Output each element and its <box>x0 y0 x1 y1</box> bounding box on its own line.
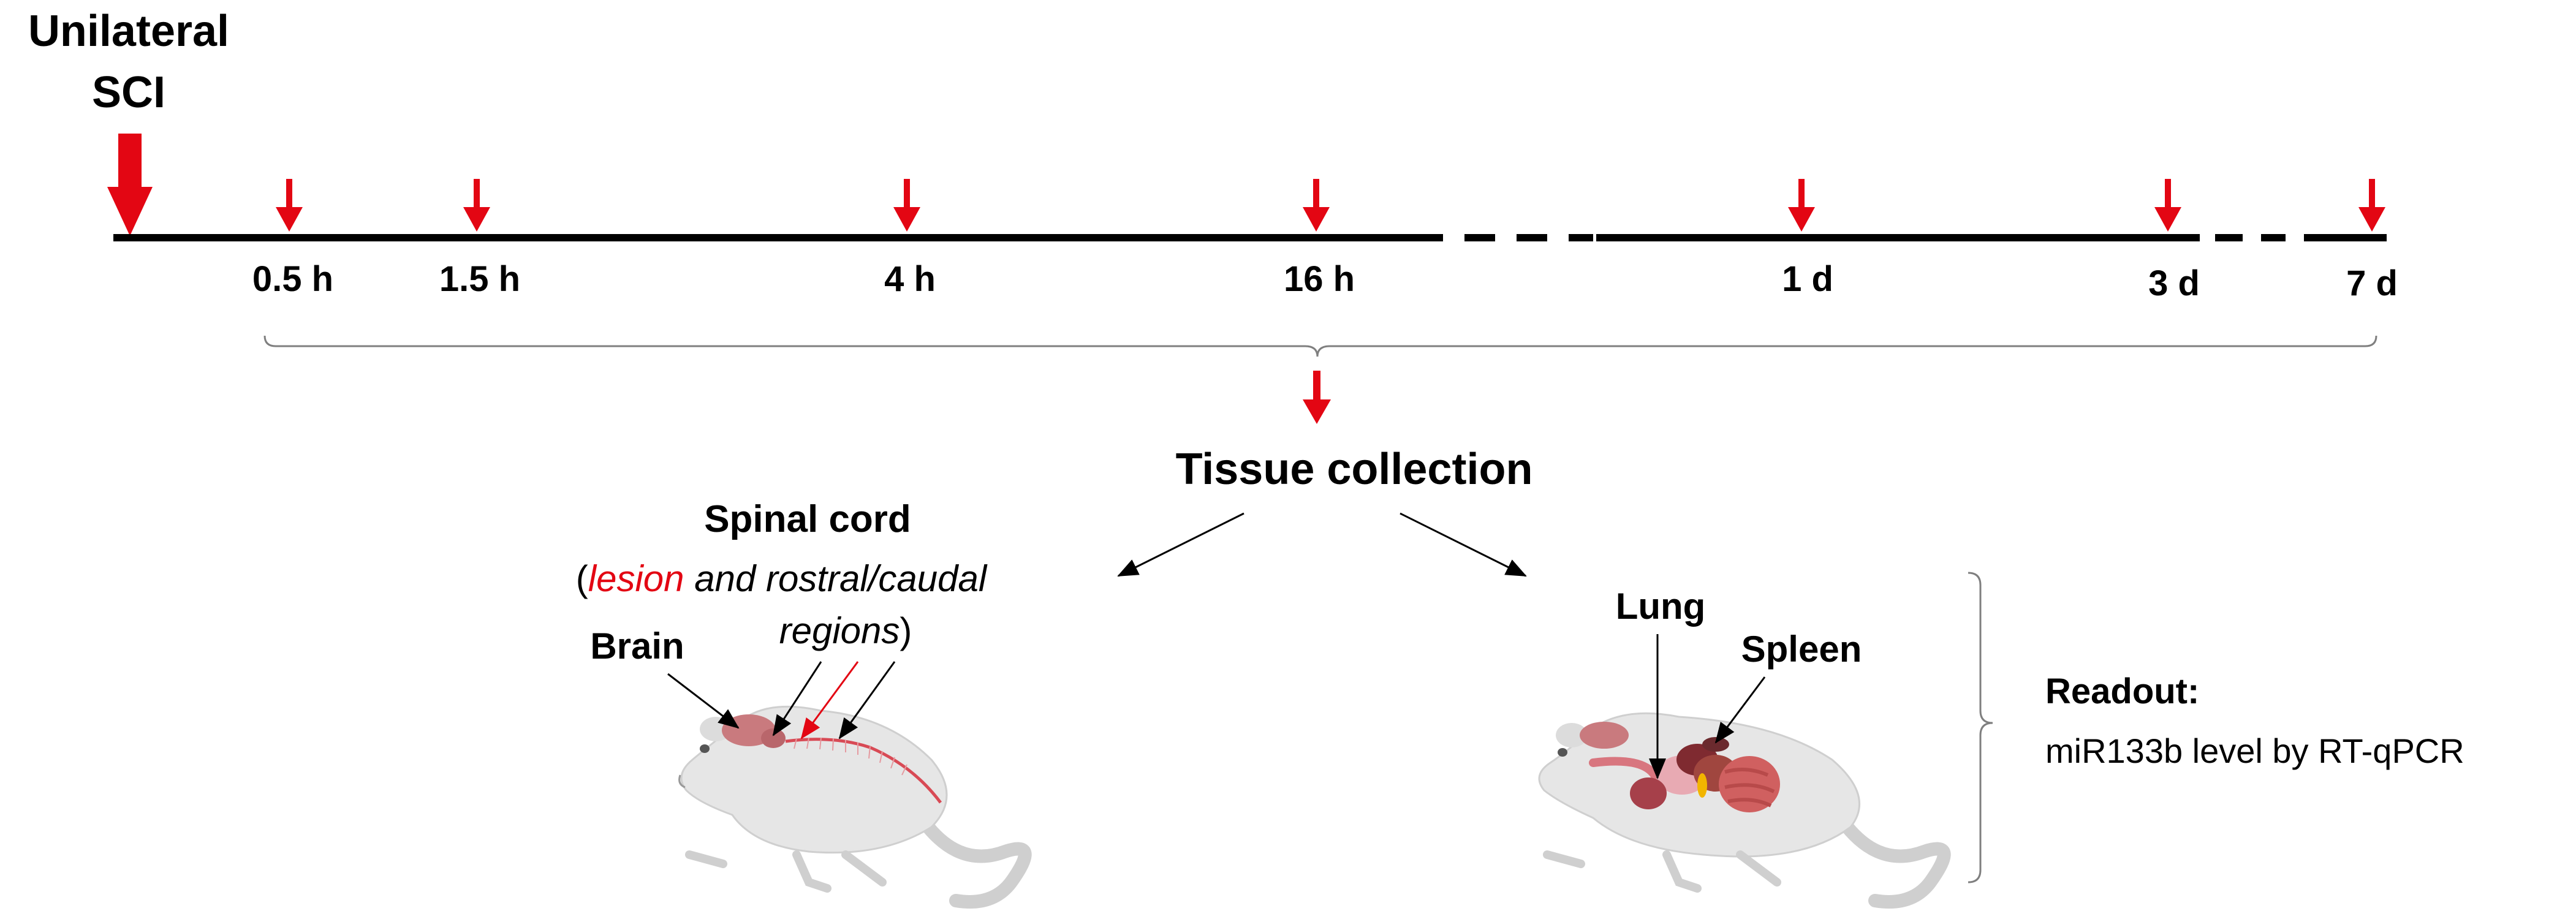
timepoint-label: 3 d <box>2148 263 2200 303</box>
collection-arrow-icon <box>1303 371 1331 424</box>
brain-pointer-arrow <box>667 673 740 729</box>
spinal-cord-detail-line1: (lesion and rostral/caudal <box>576 558 988 599</box>
injury-label-line1: Unilateral <box>28 7 229 56</box>
timepoint-arrow-icon <box>2154 179 2181 232</box>
timepoint-label: 1.5 h <box>439 259 520 299</box>
paren-close: ) <box>900 610 912 651</box>
mouse-spinal-cord-illustration <box>678 705 1032 909</box>
branch-arrow-left <box>1117 512 1244 577</box>
rostral-caudal-text: and rostral/caudal <box>684 558 988 599</box>
brain-label: Brain <box>590 626 684 667</box>
readout-title: Readout: <box>2045 671 2199 711</box>
timepoint-label: 4 h <box>884 259 936 299</box>
readout-text: miR133b level by RT-qPCR <box>2045 732 2464 770</box>
spinal-cord-title: Spinal cord <box>704 498 911 540</box>
rostral-pointer-arrow <box>772 661 822 736</box>
branch-arrow-right <box>1400 512 1527 577</box>
timepoint-arrow-icon <box>276 179 303 232</box>
injury-label-line2: SCI <box>92 68 165 117</box>
lesion-pointer-arrow <box>800 661 859 739</box>
timepoint-arrows <box>276 179 2385 232</box>
timepoint-label: 16 h <box>1284 259 1355 299</box>
timepoint-arrow-icon <box>1303 179 1330 232</box>
timepoint-arrow-icon <box>463 179 490 232</box>
timepoint-label: 1 d <box>1782 259 1833 299</box>
injury-arrow-icon <box>107 134 153 236</box>
readout-bracket <box>1968 572 1993 883</box>
timepoint-arrow-icon <box>893 179 920 232</box>
lesion-text: lesion <box>588 558 684 599</box>
timepoint-label: 0.5 h <box>252 259 333 299</box>
spleen-pointer-arrow <box>1714 676 1766 744</box>
paren-open: ( <box>576 558 588 599</box>
tissue-collection-title: Tissue collection <box>1176 445 1533 494</box>
timepoint-arrow-icon <box>1788 179 1815 232</box>
timepoint-arrow-icon <box>2358 179 2385 232</box>
regions-text: regions <box>779 610 900 651</box>
spinal-cord-detail-line2: regions) <box>779 610 912 651</box>
lung-label: Lung <box>1616 586 1706 627</box>
timepoint-label: 7 d <box>2346 263 2398 303</box>
spleen-label: Spleen <box>1741 629 1862 670</box>
caudal-pointer-arrow <box>838 661 896 739</box>
timepoint-bracket <box>263 335 2377 357</box>
mouse-organs-illustration <box>1538 712 1951 909</box>
